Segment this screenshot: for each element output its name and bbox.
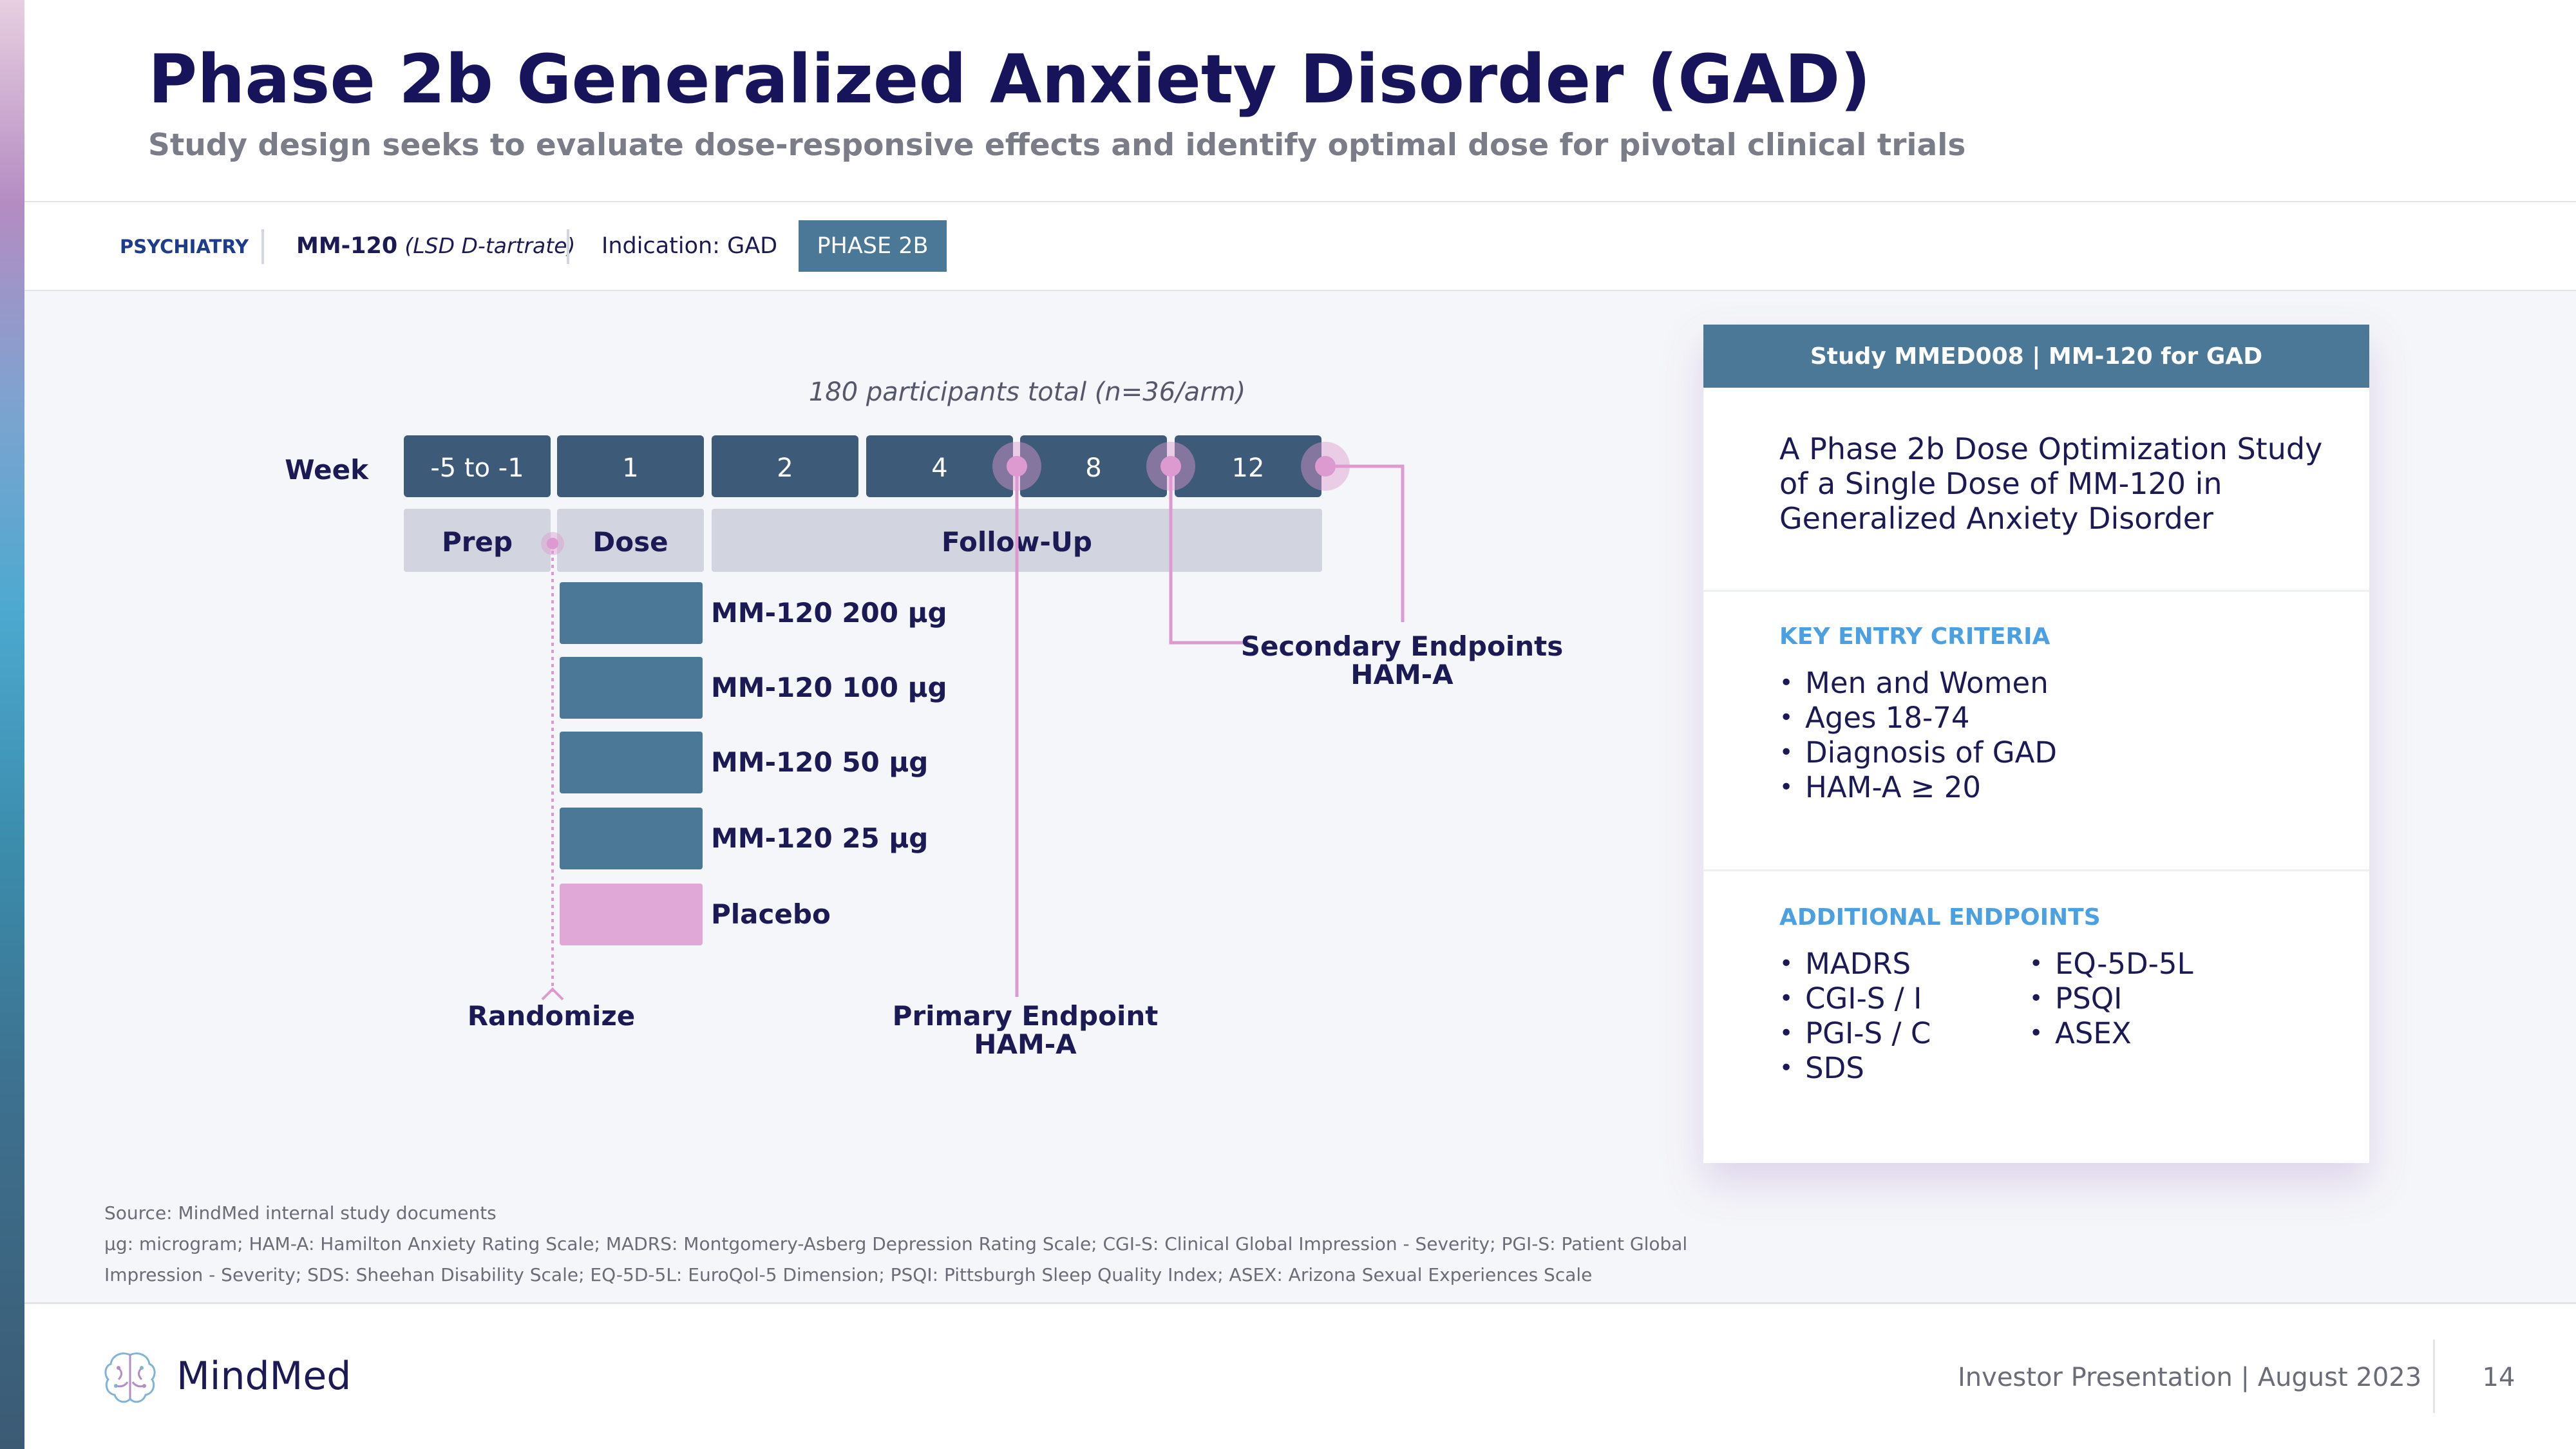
arm-label: MM-120 100 µg <box>711 672 947 703</box>
presentation-label: Investor Presentation | August 2023 <box>1958 1363 2422 1392</box>
primary-endpoint-marker <box>1007 456 1027 477</box>
header-divider <box>24 201 2576 203</box>
drug-detail: (LSD D-tartrate) <box>404 233 576 258</box>
endpoint-item: EQ-5D-5L <box>2029 947 2193 981</box>
endpoints-list-col1: MADRSCGI-S / IPGI-S / CSDS <box>1779 947 1931 1086</box>
arm-box <box>560 884 703 945</box>
abbreviations-note: µg: microgram; HAM-A: Hamilton Anxiety R… <box>104 1233 1688 1255</box>
week-box <box>404 435 551 497</box>
phase-badge: PHASE 2B <box>799 220 947 272</box>
endpoints-list-col2: EQ-5D-5LPSQIASEX <box>2029 947 2193 1051</box>
week-label-2: 1 <box>622 453 638 483</box>
study-description: A Phase 2b Dose Optimization Study of a … <box>1779 431 2323 536</box>
week-label-1: -5 to -1 <box>430 453 524 483</box>
footer-divider <box>24 1302 2576 1304</box>
card-divider <box>1703 869 2369 871</box>
secondary-endpoint-marker <box>1160 456 1181 477</box>
footnotes: Source: MindMed internal study documents… <box>104 1198 1753 1291</box>
randomize-label: Randomize <box>468 1000 636 1032</box>
therapeutic-area-tag: PSYCHIATRY <box>120 236 249 258</box>
randomize-marker <box>547 538 558 549</box>
criteria-item: Diagnosis of GAD <box>1779 735 2057 770</box>
footer-separator <box>2433 1340 2435 1413</box>
arm-box <box>560 732 703 793</box>
week-label: Week <box>285 454 369 486</box>
page-number: 14 <box>2482 1363 2515 1392</box>
phase-box <box>404 509 551 572</box>
tagbar-divider <box>24 290 2576 292</box>
arm-label: MM-120 50 µg <box>711 746 928 778</box>
tag-separator <box>261 229 264 264</box>
week-label-6: 12 <box>1232 453 1265 483</box>
source-note: Source: MindMed internal study documents <box>104 1202 497 1224</box>
tag-bar <box>24 202 2576 290</box>
secondary-endpoint-line <box>1169 466 1249 645</box>
criteria-item: Men and Women <box>1779 666 2057 701</box>
arm-box <box>560 808 703 869</box>
secondary-endpoint-measure: HAM-A <box>1350 659 1454 690</box>
week-box <box>712 435 858 497</box>
study-card-header: Study MMED008 | MM-120 for GAD <box>1703 325 2369 388</box>
endpoint-item: PSQI <box>2029 981 2193 1016</box>
arm-box <box>560 582 703 644</box>
secondary-endpoint-line <box>1325 464 1405 622</box>
criteria-item: Ages 18-74 <box>1779 701 2057 735</box>
secondary-endpoint-label: Secondary Endpoints <box>1241 630 1563 662</box>
criteria-list: Men and WomenAges 18-74Diagnosis of GADH… <box>1779 666 2057 805</box>
arm-label: MM-120 25 µg <box>711 822 928 854</box>
drug-name: MM-120 <box>296 233 398 259</box>
endpoint-item: ASEX <box>2029 1016 2193 1051</box>
endpoints-heading: ADDITIONAL ENDPOINTS <box>1779 904 2101 931</box>
secondary-endpoint-marker <box>1315 456 1336 477</box>
left-gradient-band <box>0 0 24 1449</box>
primary-endpoint-label: Primary Endpoint <box>893 1000 1159 1032</box>
brain-logo-icon <box>104 1352 156 1403</box>
page-title: Phase 2b Generalized Anxiety Disorder (G… <box>148 40 1871 118</box>
page-subtitle: Study design seeks to evaluate dose-resp… <box>148 128 1966 163</box>
indication-tag: Indication: GAD <box>601 233 778 259</box>
phase-label-2: Dose <box>592 526 668 558</box>
arm-box <box>560 657 703 719</box>
brand-name: MindMed <box>176 1354 352 1399</box>
endpoint-item: SDS <box>1779 1051 1931 1086</box>
phase-box <box>557 509 704 572</box>
randomize-arrow <box>541 987 564 1001</box>
arm-label: MM-120 200 µg <box>711 597 947 629</box>
phase-label-1: Prep <box>442 526 513 558</box>
endpoint-item: CGI-S / I <box>1779 981 1931 1016</box>
card-divider <box>1703 590 2369 592</box>
study-card: Study MMED008 | MM-120 for GAD A Phase 2… <box>1703 325 2369 1163</box>
week-box <box>1020 435 1167 497</box>
week-label-4: 4 <box>931 453 947 483</box>
drug-tag: MM-120 (LSD D-tartrate) <box>296 233 575 259</box>
week-label-5: 8 <box>1085 453 1101 483</box>
participants-label: 180 participants total (n=36/arm) <box>809 377 1245 407</box>
abbreviations-note: Impression - Severity; SDS: Sheehan Disa… <box>104 1264 1593 1285</box>
arm-label: Placebo <box>711 898 831 930</box>
endpoint-item: PGI-S / C <box>1779 1016 1931 1051</box>
primary-endpoint-measure: HAM-A <box>974 1028 1077 1060</box>
week-box <box>866 435 1013 497</box>
criteria-item: HAM-A ≥ 20 <box>1779 770 2057 805</box>
week-box <box>557 435 704 497</box>
week-label-3: 2 <box>777 453 793 483</box>
criteria-heading: KEY ENTRY CRITERIA <box>1779 623 2050 650</box>
tag-separator <box>567 229 569 264</box>
endpoint-item: MADRS <box>1779 947 1931 981</box>
week-box <box>1175 435 1321 497</box>
